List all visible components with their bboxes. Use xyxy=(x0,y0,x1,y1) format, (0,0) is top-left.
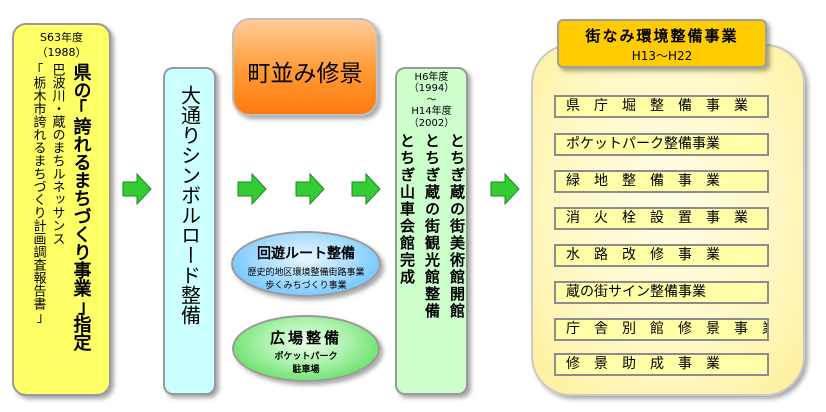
project-item: 水 路 改 修 事 業 xyxy=(554,244,769,267)
facilities-from-year: H6年度 xyxy=(414,72,449,83)
facilities-tilde: ～ xyxy=(426,95,437,106)
facilities-from-paren: （1994） xyxy=(408,83,455,94)
flow-arrow-icon xyxy=(490,173,520,205)
project-item: ポケットパーク整備事業 xyxy=(554,133,769,156)
facilities-to-paren: （2002） xyxy=(408,118,455,129)
project-item: 県 庁 堀 整 備 事 業 xyxy=(554,95,769,118)
symbol-road-box: 大通りシンボルロード整備 xyxy=(163,67,216,395)
streetscape-program-period: H13～H22 xyxy=(631,49,693,63)
origin-year: S63年度 xyxy=(40,31,83,44)
symbol-road-title: 大通りシンボルロード整備 xyxy=(177,85,202,325)
plaza-line1: ポケットパーク xyxy=(274,352,338,362)
streetscape-program-title: 街なみ環境整備事業 xyxy=(585,27,739,45)
facility-art-museum: とちぎ蔵の街美術館開館 xyxy=(448,133,466,320)
plaza-ellipse: 広場整備 ポケットパーク 駐車場 xyxy=(232,315,380,382)
loop-route-ellipse: 回遊ルート整備 歴史的地区環境整備街路事業 歩くみちづくり事業 xyxy=(231,231,381,297)
project-item: 蔵の街サイン整備事業 xyxy=(554,281,769,304)
facility-float-hall: とちぎ山車会館完成 xyxy=(398,133,416,286)
plaza-line2: 駐車場 xyxy=(292,365,320,375)
origin-sub-text-1: 巴波川・蔵のまちルネッサンス xyxy=(49,63,65,245)
origin-sub-text-2: ｢栃木市誇れるまちづくり計画調査報告書｣ xyxy=(30,63,46,323)
flow-arrow-icon xyxy=(295,173,325,205)
facility-tourist-hall: とちぎ蔵の街観光館整備 xyxy=(423,133,441,320)
facilities-box: H6年度 （1994） ～ H14年度 （2002） とちぎ蔵の街美術館開館 と… xyxy=(395,67,468,395)
project-item: 庁 舎 別 館 修 景 事 業 xyxy=(554,318,769,341)
project-item: 緑 地 整 備 事 業 xyxy=(554,170,769,193)
townscape-box: 町並み修景 xyxy=(232,18,378,116)
project-item: 消 火 栓 設 置 事 業 xyxy=(554,207,769,230)
origin-designation-box: S63年度 （1988） 県の｢誇れるまちづくり事業｣指定 巴波川・蔵のまちルネ… xyxy=(12,23,111,396)
project-item: 修 景 助 成 事 業 xyxy=(554,353,769,376)
facilities-to-year: H14年度 xyxy=(411,106,452,117)
loop-route-title: 回遊ルート整備 xyxy=(257,246,355,262)
streetscape-program-header: 街なみ環境整備事業 H13～H22 xyxy=(557,19,767,68)
flow-arrow-icon xyxy=(237,173,267,205)
flow-arrow-icon xyxy=(351,173,381,205)
loop-route-line2: 歩くみちづくり事業 xyxy=(265,281,347,291)
loop-route-line1: 歴史的地区環境整備街路事業 xyxy=(247,268,365,278)
flow-arrow-icon xyxy=(122,173,152,205)
plaza-title: 広場整備 xyxy=(269,329,342,347)
origin-main-text: 県の｢誇れるまちづくり事業｣指定 xyxy=(70,63,92,351)
townscape-title: 町並み修景 xyxy=(247,61,363,87)
origin-year-paren: （1988） xyxy=(36,46,87,59)
